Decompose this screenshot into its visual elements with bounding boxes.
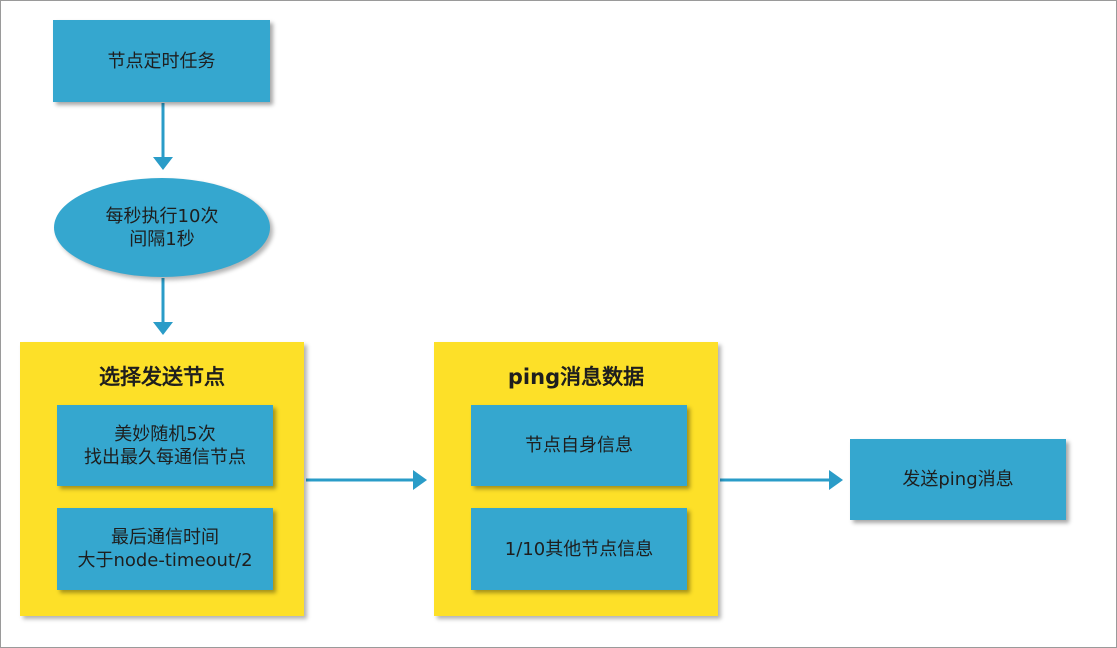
ping-data-item-label: 1/10其他节点信息 [504, 538, 654, 560]
select-node-title: 选择发送节点 [99, 365, 225, 389]
arrow-head-down-1 [153, 157, 173, 170]
ping-data-item-self: 节点自身信息 [471, 405, 687, 486]
arrow-head-down-2 [153, 322, 173, 335]
ping-data-item-label: 节点自身信息 [525, 435, 633, 456]
arrow-head-right-2 [829, 470, 843, 490]
every-second-label: 每秒执行10次 间隔1秒 [105, 205, 219, 250]
ping-data-title: ping消息数据 [507, 365, 645, 389]
arrow-head-right-1 [413, 470, 427, 490]
select-node-item-timeout: 最后通信时间 大于node-timeout/2 [57, 508, 273, 590]
send-ping-label: 发送ping消息 [902, 469, 1014, 490]
select-node-item-label: 最后通信时间 大于node-timeout/2 [77, 527, 253, 571]
select-node-item-label: 美妙随机5次 找出最久每通信节点 [84, 423, 246, 468]
send-ping-box: 发送ping消息 [850, 439, 1066, 520]
ping-data-group: ping消息数据 节点自身信息 1/10其他节点信息 [434, 342, 718, 616]
ping-data-item-others: 1/10其他节点信息 [471, 508, 687, 590]
timer-task-box: 节点定时任务 [53, 20, 270, 102]
select-node-item-random: 美妙随机5次 找出最久每通信节点 [57, 405, 273, 486]
select-node-group: 选择发送节点 美妙随机5次 找出最久每通信节点 最后通信时间 大于node-ti… [20, 342, 304, 616]
every-second-ellipse: 每秒执行10次 间隔1秒 [54, 178, 270, 277]
timer-task-label: 节点定时任务 [107, 50, 216, 72]
